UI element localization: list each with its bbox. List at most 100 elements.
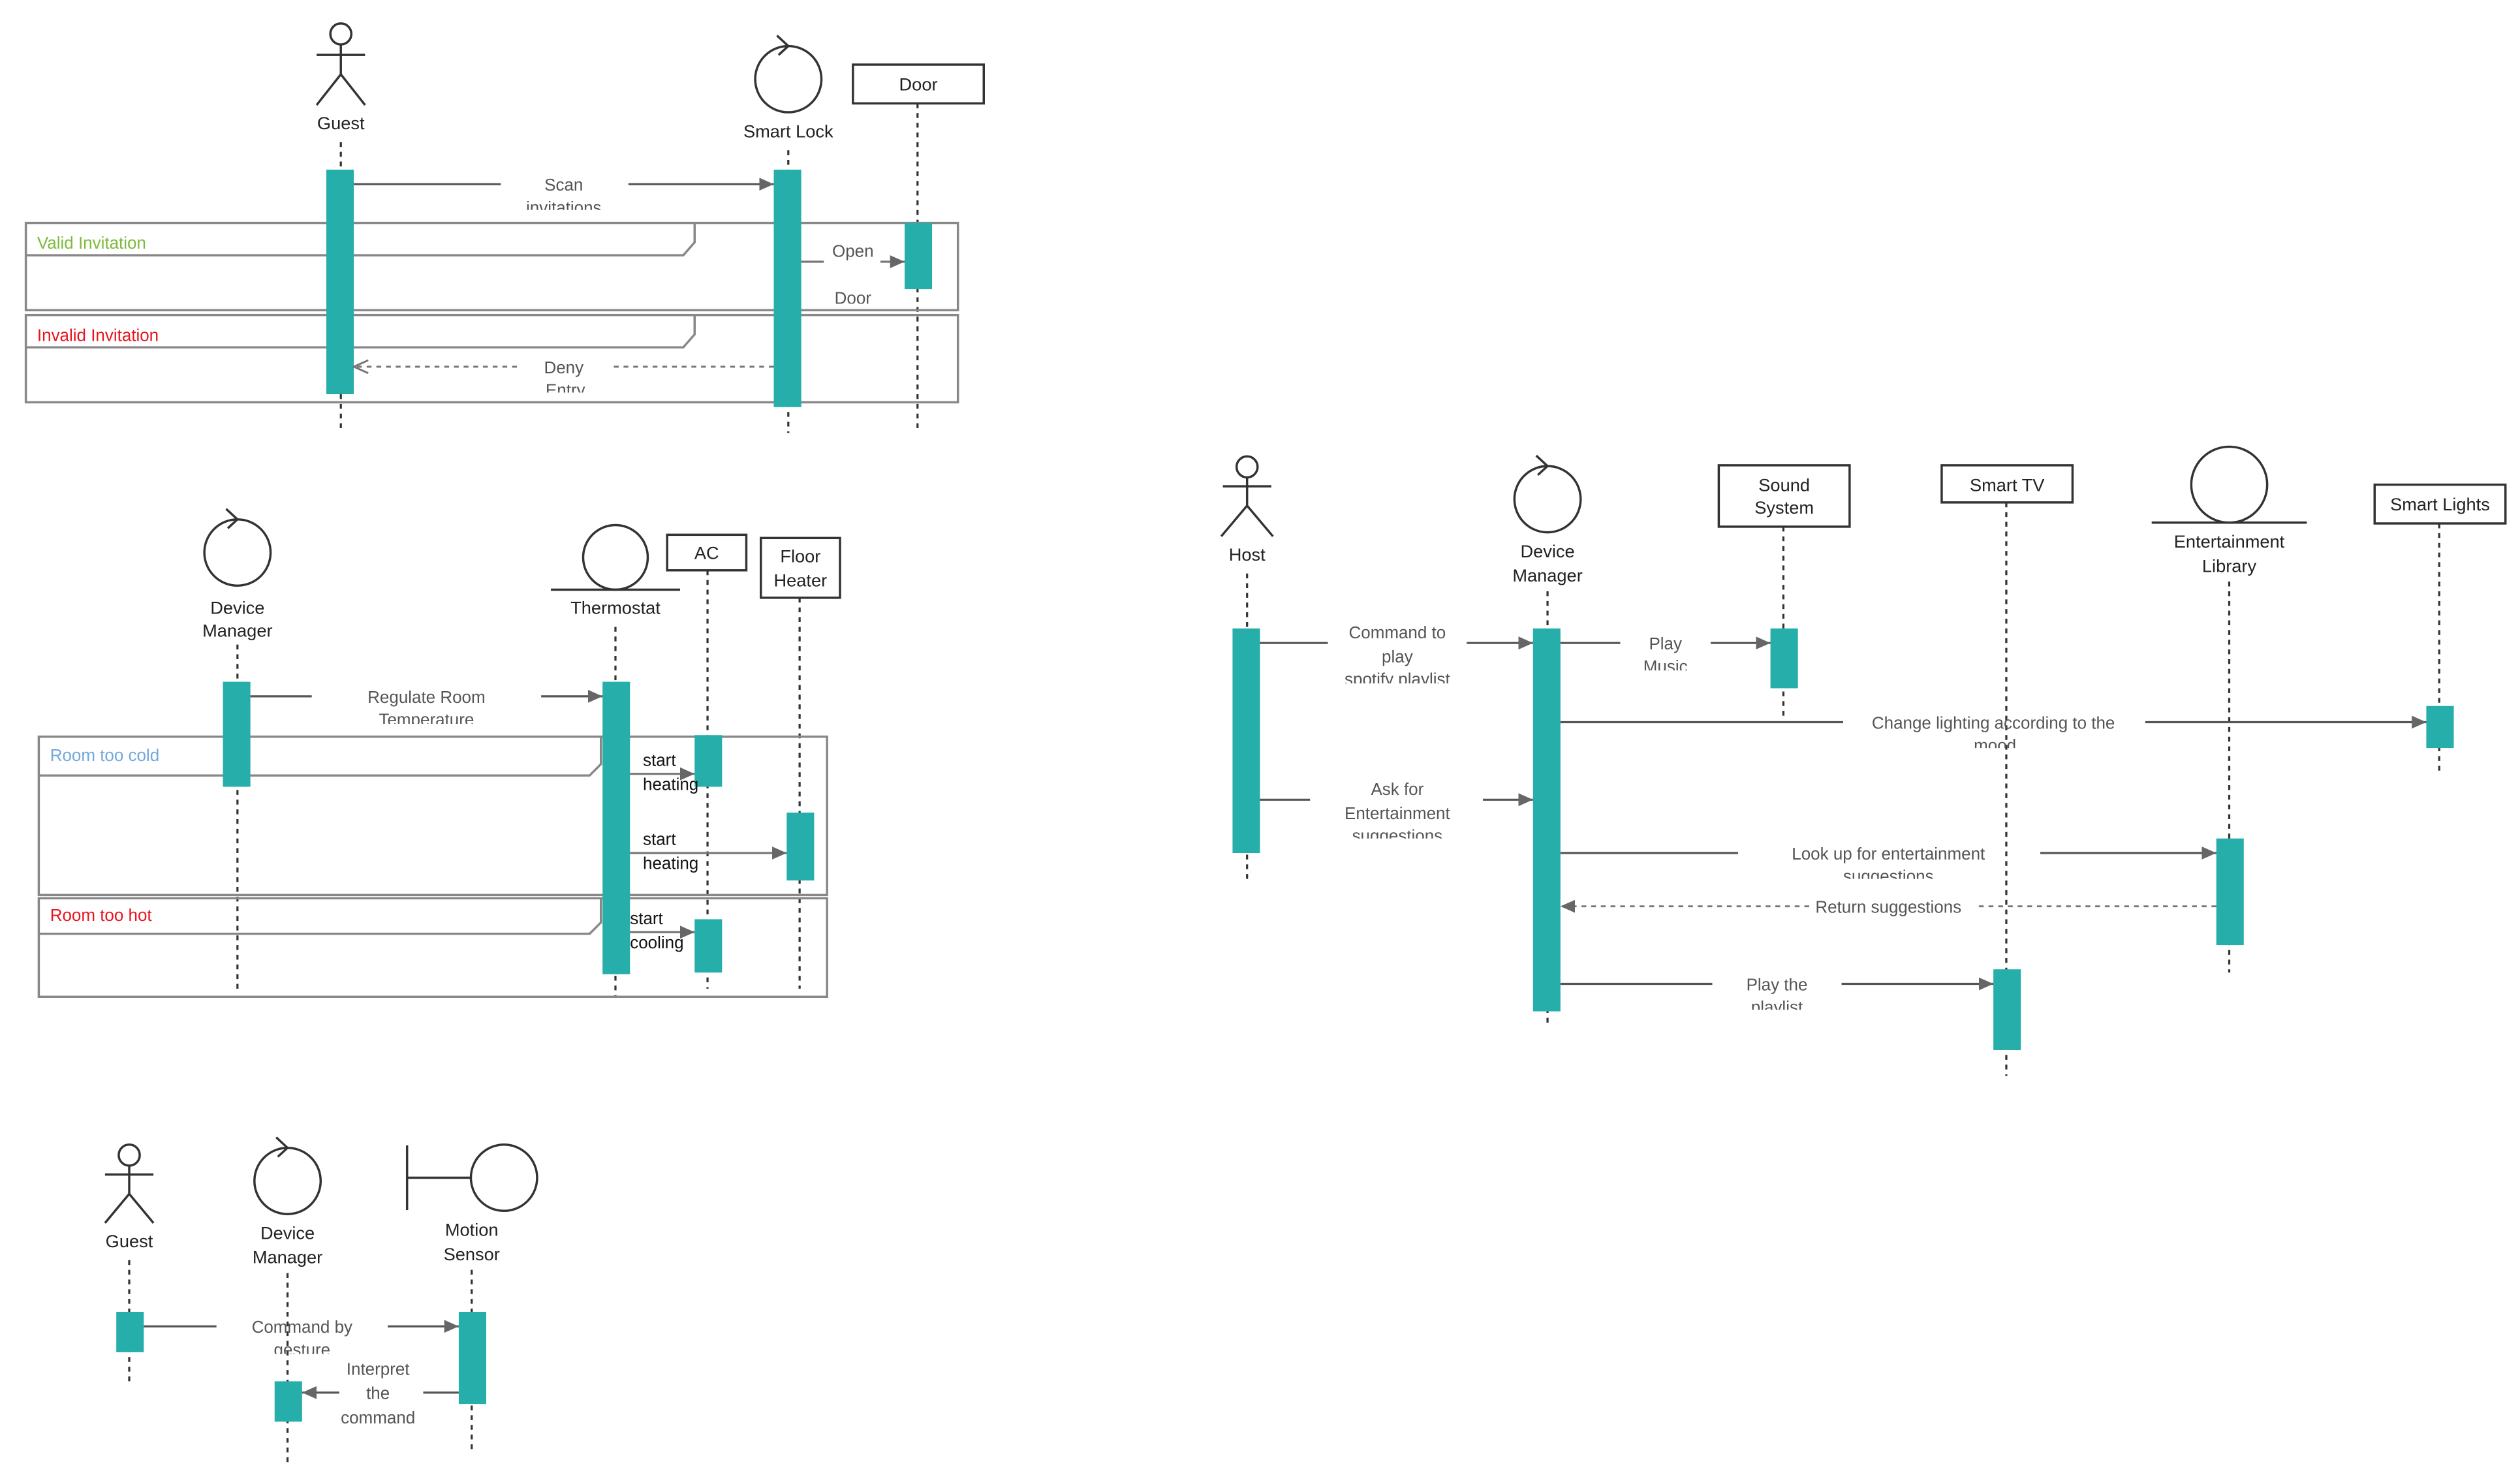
- thermostat-participant[interactable]: Thermostat: [550, 523, 680, 618]
- activation-ac-cooling: [694, 919, 723, 973]
- floor-heater-participant[interactable]: Floor Heater: [759, 536, 841, 599]
- message-label-line3: suggestions: [1352, 826, 1443, 846]
- message-label-line1: start: [630, 908, 663, 928]
- message-label-line2: Music: [1643, 657, 1688, 676]
- fragment-room-too-hot: Room too hot: [37, 897, 828, 999]
- smart-lock-participant[interactable]: Smart Lock: [743, 35, 833, 141]
- guest-actor[interactable]: Guest: [104, 1143, 155, 1251]
- message-scan-invitations[interactable]: Scan invitations: [354, 175, 774, 217]
- message-label-line2: Entertainment: [1345, 803, 1450, 823]
- activation-smart-tv: [1993, 969, 2021, 1050]
- participant-label-guest: Guest: [317, 113, 365, 133]
- message-label-line2: heating: [643, 774, 698, 794]
- message-interpret-command[interactable]: Interpret the command: [302, 1359, 459, 1427]
- device-manager-participant[interactable]: Device Manager: [1512, 454, 1583, 585]
- message-label-line2: gesture: [274, 1340, 331, 1359]
- participant-label-line2: Manager: [202, 620, 272, 640]
- message-label-line2: Door: [835, 288, 872, 307]
- fragment-valid-invitation: Valid Invitation: [24, 221, 959, 312]
- message-label-line2: heating: [643, 854, 698, 873]
- message-play-the-playlist[interactable]: Play the playlist: [1560, 974, 1994, 1017]
- ac-participant[interactable]: AC: [666, 533, 748, 572]
- activation-device-manager: [223, 681, 251, 787]
- message-label-line1: Command to: [1349, 623, 1446, 642]
- message-label-line1: Regulate Room: [367, 687, 485, 707]
- smart-tv-participant[interactable]: Smart TV: [1940, 464, 2074, 504]
- participant-label-guest: Guest: [106, 1231, 153, 1251]
- message-open-door[interactable]: Open Door: [801, 241, 905, 308]
- device-manager-participant[interactable]: Device Manager: [253, 1136, 322, 1267]
- activation-smart-lights: [2426, 706, 2454, 749]
- guard-valid-invitation: Valid Invitation: [37, 233, 146, 253]
- activation-guest: [116, 1311, 144, 1352]
- sound-system-participant[interactable]: Sound System: [1717, 464, 1851, 528]
- gesture-sequence: Guest Device Manager Motion Sensor: [104, 1136, 538, 1464]
- message-command-to-play[interactable]: Command to play spotify playlist: [1260, 623, 1533, 689]
- participant-label-line2: Library: [2202, 555, 2257, 576]
- motion-sensor-participant[interactable]: Motion Sensor: [405, 1143, 538, 1264]
- message-start-heating-floor[interactable]: start heating: [630, 830, 787, 873]
- activation-device-manager: [1532, 628, 1561, 1012]
- activation-thermostat: [602, 681, 630, 974]
- control-icon: [253, 1136, 322, 1215]
- boundary-icon: [405, 1143, 538, 1213]
- message-command-by-gesture[interactable]: Command by gesture: [144, 1317, 459, 1359]
- message-label-line2: playlist: [1751, 997, 1803, 1017]
- participant-label-line2: Manager: [253, 1247, 322, 1267]
- participant-label-line1: Entertainment: [2174, 531, 2285, 551]
- participant-label-line2: Sensor: [444, 1244, 500, 1264]
- participant-label-line1: Device: [1520, 541, 1574, 561]
- host-actor[interactable]: Host: [1220, 455, 1274, 565]
- control-icon: [754, 35, 823, 114]
- message-label-line1: Play the: [1747, 974, 1808, 994]
- activation-host: [1232, 628, 1260, 853]
- activation-floor-heater: [786, 813, 815, 881]
- device-manager-participant[interactable]: Device Manager: [202, 508, 273, 641]
- message-look-up-entertainment[interactable]: Look up for entertainment suggestions: [1560, 844, 2217, 886]
- actor-icon: [104, 1143, 155, 1224]
- message-deny-entry[interactable]: Deny Entry: [354, 358, 774, 400]
- message-label-line1: start: [643, 830, 676, 849]
- participant-label-host: Host: [1229, 544, 1266, 565]
- control-icon: [203, 508, 272, 587]
- entertainment-library-participant[interactable]: Entertainment Library: [2151, 445, 2307, 576]
- guard-invalid-invitation: Invalid Invitation: [37, 325, 159, 345]
- participant-label-line1: Device: [210, 598, 264, 618]
- message-start-cooling[interactable]: start cooling: [630, 908, 695, 952]
- actor-icon: [315, 22, 366, 106]
- participant-label-smart-lights: Smart Lights: [2390, 494, 2490, 514]
- door-participant[interactable]: Door: [852, 63, 986, 105]
- message-label-line2: the: [366, 1384, 390, 1403]
- participant-label-line2: Heater: [774, 570, 828, 591]
- participant-label-smart-tv: Smart TV: [1970, 475, 2045, 495]
- message-label-line2: play: [1382, 647, 1413, 666]
- activation-door: [905, 223, 933, 290]
- activation-sound-system: [1770, 628, 1798, 689]
- participant-label-line1: Motion: [445, 1220, 499, 1240]
- smart-lights-participant[interactable]: Smart Lights: [2373, 483, 2507, 525]
- guest-actor[interactable]: Guest: [315, 22, 366, 133]
- participant-label-line1: Floor: [780, 546, 820, 566]
- participant-label-line2: System: [1754, 497, 1814, 518]
- entity-icon: [550, 523, 680, 591]
- message-play-music[interactable]: Play Music: [1560, 634, 1771, 676]
- message-start-heating-ac[interactable]: start heating: [630, 750, 698, 794]
- activation-guest: [326, 169, 354, 394]
- message-label-line3: command: [341, 1408, 415, 1427]
- message-regulate-room-temperature[interactable]: Regulate Room Temperature: [250, 687, 603, 730]
- message-return-suggestions[interactable]: Return suggestions: [1560, 897, 2217, 917]
- activation-entertainment-library: [2216, 838, 2244, 946]
- entity-icon: [2151, 445, 2307, 524]
- activation-smart-lock: [773, 169, 801, 407]
- participant-label-line1: Device: [260, 1223, 315, 1243]
- message-label-line1: Ask for: [1371, 779, 1423, 799]
- fragment-room-too-cold: Room too cold: [37, 736, 828, 897]
- participant-label-door: Door: [899, 74, 938, 95]
- message-label-line1: Command by: [252, 1317, 352, 1337]
- smart-lock-sequence: Guest Smart Lock Door Valid Invitation: [24, 22, 986, 433]
- message-change-lighting[interactable]: Change lighting according to the mood: [1560, 713, 2427, 755]
- message-ask-for-entertainment[interactable]: Ask for Entertainment suggestions: [1260, 779, 1533, 846]
- participant-label-ac: AC: [694, 542, 719, 563]
